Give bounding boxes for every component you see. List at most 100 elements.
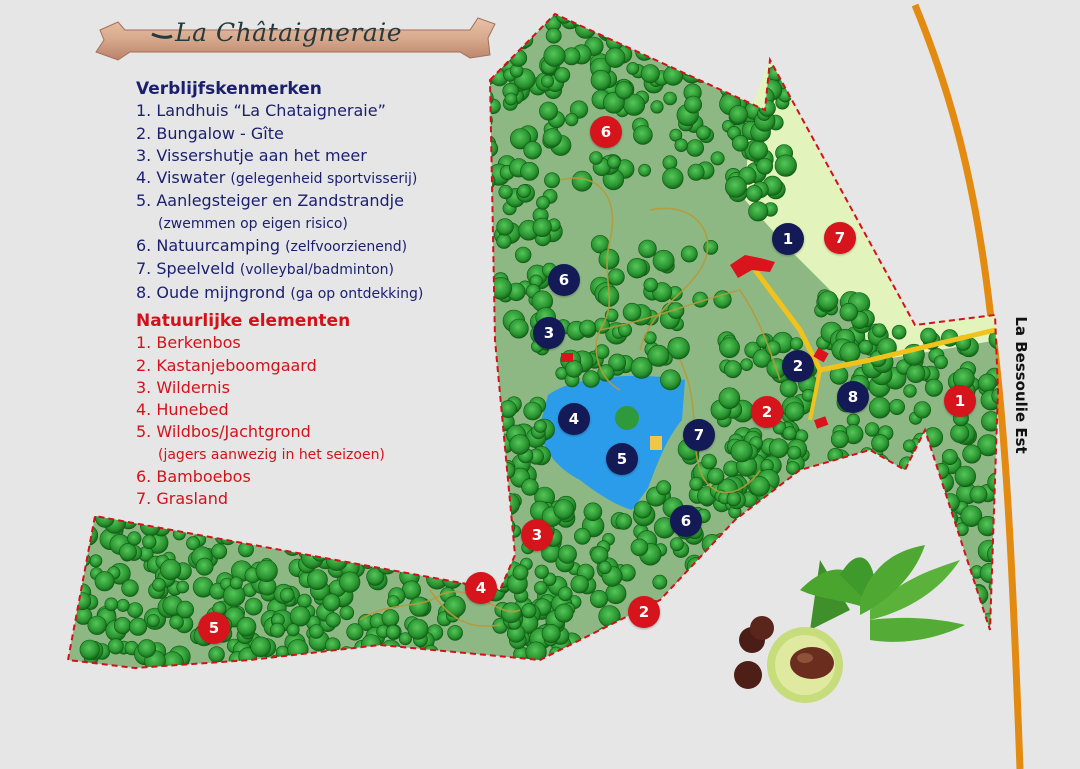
bungalow (813, 347, 829, 363)
tree (943, 582, 963, 602)
tree (87, 615, 107, 635)
tree (127, 531, 142, 546)
tree (910, 507, 926, 523)
tree (866, 457, 886, 477)
tree (779, 501, 798, 520)
tree (652, 640, 671, 659)
tree (398, 632, 412, 646)
tree (891, 492, 908, 509)
tree (407, 618, 429, 640)
tree (711, 37, 725, 51)
legend-item: 7. Speelveld (volleybal/badminton) (136, 259, 395, 279)
tree (532, 217, 552, 237)
tree (703, 239, 719, 255)
legend-subnote: (jagers aanwezig in het seizoen) (158, 446, 385, 463)
marker-nature-6[interactable]: 6 (590, 116, 622, 148)
marker-nature-4[interactable]: 4 (465, 572, 497, 604)
marker-accommodation-3[interactable]: 3 (533, 317, 565, 349)
tree (309, 624, 324, 639)
tree (157, 512, 172, 528)
tree (917, 506, 931, 521)
tree (860, 447, 874, 461)
tree (782, 426, 797, 441)
legend-item: 5. Wildbos/Jachtgrond (136, 422, 311, 442)
tree (724, 360, 742, 379)
tree (104, 597, 119, 612)
tree (903, 439, 916, 453)
marker-accommodation-2[interactable]: 2 (782, 350, 814, 382)
tree (583, 502, 603, 522)
tree (844, 537, 866, 559)
marker-accommodation-8[interactable]: 8 (837, 381, 869, 413)
tree (842, 529, 864, 550)
tree (913, 401, 931, 419)
tree (68, 571, 80, 591)
legend-item: 1. Berkenbos (136, 333, 241, 353)
tree (75, 506, 97, 527)
tree (899, 477, 916, 495)
tree (508, 318, 529, 339)
marker-accommodation-7[interactable]: 7 (683, 419, 715, 451)
tree (630, 356, 653, 379)
tree (710, 557, 724, 572)
tree (633, 125, 653, 145)
tree (987, 543, 998, 565)
tree (726, 66, 742, 82)
tree (903, 384, 917, 398)
marker-nature-2[interactable]: 2 (751, 396, 783, 428)
marker-nature-5[interactable]: 5 (198, 612, 230, 644)
tree (602, 630, 624, 652)
tree (68, 572, 82, 588)
tree (847, 456, 861, 470)
marker-nature-3[interactable]: 3 (521, 519, 553, 551)
tree (77, 521, 92, 536)
tree (496, 233, 512, 249)
tree (77, 525, 99, 546)
marker-accommodation-4[interactable]: 4 (558, 403, 590, 435)
tree (650, 100, 664, 114)
tree (869, 494, 886, 511)
tree (844, 467, 864, 487)
tree (327, 653, 342, 668)
tree (536, 195, 550, 210)
tree (959, 615, 981, 637)
tree (916, 604, 929, 617)
tree (687, 163, 705, 181)
tree (643, 277, 658, 293)
tree (784, 401, 805, 422)
tree (361, 634, 382, 655)
tree (680, 245, 698, 263)
marker-accommodation-5[interactable]: 5 (606, 443, 638, 475)
title: La Châtaigneraie (175, 18, 403, 47)
tree (686, 139, 705, 157)
tree (687, 581, 711, 604)
tree (977, 434, 998, 457)
tree (596, 626, 614, 645)
tree (651, 21, 669, 39)
legend-item: 2. Bungalow - Gîte (136, 123, 284, 143)
tree (607, 155, 621, 169)
tree (729, 524, 750, 546)
tree (570, 14, 585, 27)
marker-nature-7[interactable]: 7 (824, 222, 856, 254)
marker-nature-2[interactable]: 2 (628, 596, 660, 628)
tree (298, 536, 314, 552)
marker-accommodation-1[interactable]: 1 (772, 223, 804, 255)
tree (590, 546, 609, 565)
marker-accommodation-6[interactable]: 6 (548, 264, 580, 296)
tree (274, 533, 292, 551)
legend-item: 8. Oude mijngrond (ga op ontdekking) (136, 282, 424, 302)
tree (289, 605, 311, 627)
tree (553, 499, 575, 520)
marker-nature-1[interactable]: 1 (944, 385, 976, 417)
tree (856, 506, 880, 530)
tree (146, 614, 160, 628)
tree (594, 344, 610, 360)
tree (737, 530, 752, 544)
tree (501, 19, 516, 34)
tree (279, 587, 295, 603)
tree (954, 465, 976, 488)
marker-accommodation-6[interactable]: 6 (670, 505, 702, 537)
tree (868, 396, 891, 419)
